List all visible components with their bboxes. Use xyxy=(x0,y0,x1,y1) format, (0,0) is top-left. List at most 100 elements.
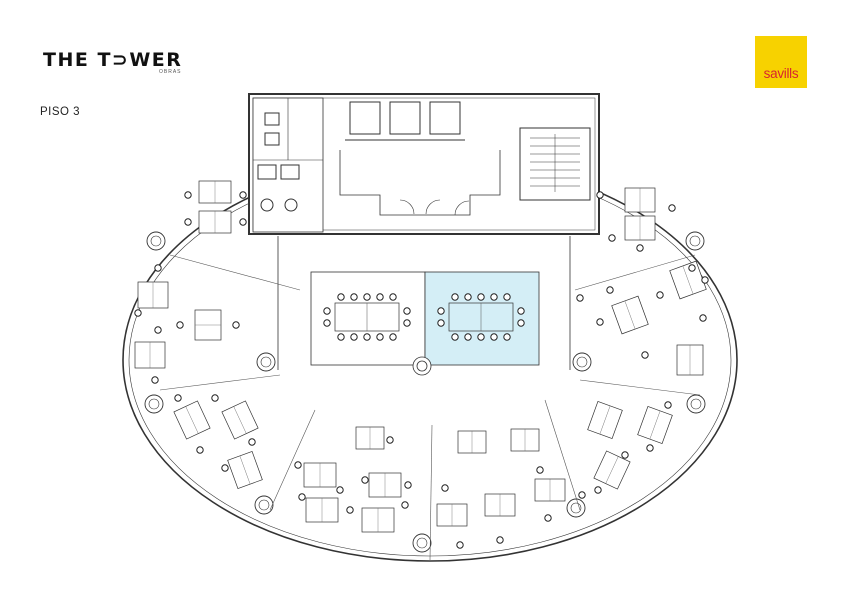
desk-divider xyxy=(649,410,661,440)
desk-divider xyxy=(624,300,636,330)
chair xyxy=(621,451,629,459)
column-core xyxy=(260,356,272,368)
chair xyxy=(517,319,525,327)
meeting-rooms xyxy=(277,236,571,376)
chair xyxy=(594,486,602,494)
partition xyxy=(574,254,696,291)
chair xyxy=(496,536,504,544)
chair xyxy=(437,319,445,327)
chair xyxy=(154,326,162,334)
column xyxy=(572,352,592,372)
column-core xyxy=(689,235,701,247)
elevator-2 xyxy=(389,101,421,135)
meeting-room-right-highlight xyxy=(424,271,540,366)
column xyxy=(685,231,705,251)
door-swing-1 xyxy=(399,199,415,215)
column-core xyxy=(690,398,702,410)
column-core xyxy=(416,537,428,549)
chair xyxy=(608,234,616,242)
chair xyxy=(404,481,412,489)
partition xyxy=(579,379,701,396)
door-swing-2 xyxy=(425,199,441,215)
chair xyxy=(596,318,604,326)
chair xyxy=(699,314,707,322)
chair xyxy=(323,307,331,315)
chair xyxy=(646,444,654,452)
chair xyxy=(503,293,511,301)
chair xyxy=(451,333,459,341)
chair xyxy=(664,401,672,409)
chair xyxy=(337,293,345,301)
furniture xyxy=(134,180,709,561)
building-core xyxy=(248,93,600,235)
chair xyxy=(389,333,397,341)
chair xyxy=(376,293,384,301)
desk-divider xyxy=(185,406,199,434)
brand-subtitle: OBRAS xyxy=(159,69,182,75)
column-core xyxy=(258,499,270,511)
chair xyxy=(596,191,604,199)
floor-label: PISO 3 xyxy=(40,106,81,118)
chair xyxy=(294,461,302,469)
chair xyxy=(668,204,676,212)
chair xyxy=(701,276,709,284)
chair xyxy=(477,333,485,341)
chair xyxy=(376,333,384,341)
chair xyxy=(350,333,358,341)
chair xyxy=(232,321,240,329)
chair xyxy=(490,293,498,301)
chair xyxy=(477,293,485,301)
chair xyxy=(337,333,345,341)
brand-title: THE T⊃WER xyxy=(43,49,183,71)
chair xyxy=(517,307,525,315)
chair xyxy=(323,319,331,327)
column-core xyxy=(148,398,160,410)
elevator-3 xyxy=(429,101,461,135)
chair xyxy=(239,218,247,226)
chair xyxy=(688,264,696,272)
chair xyxy=(456,541,464,549)
stair-treads xyxy=(530,134,580,192)
chair xyxy=(196,446,204,454)
chair xyxy=(386,436,394,444)
chair xyxy=(154,264,162,272)
chair xyxy=(536,466,544,474)
chair xyxy=(350,293,358,301)
chair xyxy=(544,514,552,522)
chair xyxy=(361,476,369,484)
column xyxy=(256,352,276,372)
elevator-1 xyxy=(349,101,381,135)
chair xyxy=(451,293,459,301)
desk-divider xyxy=(605,456,619,484)
column-core xyxy=(150,235,162,247)
column xyxy=(566,498,586,518)
chair xyxy=(176,321,184,329)
meeting-room-left xyxy=(310,271,426,366)
chair xyxy=(363,333,371,341)
partition xyxy=(544,399,581,511)
savills-logo: savills xyxy=(755,36,807,88)
column xyxy=(146,231,166,251)
column xyxy=(254,495,274,515)
chair xyxy=(298,493,306,501)
chair xyxy=(403,319,411,327)
chair xyxy=(441,484,449,492)
chair xyxy=(464,333,472,341)
chair xyxy=(239,191,247,199)
door-swing-3 xyxy=(454,200,470,216)
chair xyxy=(606,286,614,294)
chair xyxy=(641,351,649,359)
chair xyxy=(174,394,182,402)
desk-divider xyxy=(682,265,694,295)
chair xyxy=(134,309,142,317)
chair xyxy=(636,244,644,252)
partition xyxy=(159,374,281,391)
chair xyxy=(403,307,411,315)
chair xyxy=(211,394,219,402)
chair xyxy=(346,506,354,514)
chair xyxy=(576,294,584,302)
brand-logo: THE T⊃WER OBRAS xyxy=(43,49,183,75)
column xyxy=(412,533,432,553)
chair xyxy=(437,307,445,315)
chair xyxy=(184,218,192,226)
